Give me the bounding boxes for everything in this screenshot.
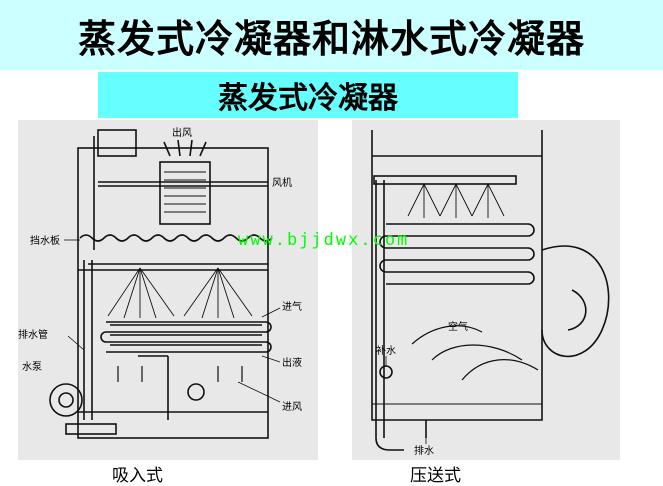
forced-type-drawing: 空气 补水 排水 [371,130,610,457]
page-title: 蒸发式冷凝器和淋水式冷凝器 [77,16,585,61]
forced-type-diagram: 空气 补水 排水 [352,120,620,460]
label-drain: 排水 [414,444,434,457]
watermark: www.bjjdwx.com [238,230,410,250]
motor [97,129,137,157]
right-caption: 压送式 [410,466,461,486]
label-outlet-air: 出风 [172,126,192,139]
label-pump: 水泵 [22,361,42,373]
fan-scroll [541,245,610,358]
water-baffle [79,234,273,242]
label-liquid-out: 出液 [282,356,302,369]
suction-type-drawing: 出风 风机 挡水板 排水管 水泵 进气 出液 进风 [18,126,302,439]
label-makeup-water: 补水 [376,344,396,357]
housing-outline [77,147,269,439]
label-fan: 风机 [272,176,292,189]
label-water-baffle: 挡水板 [30,234,60,247]
left-caption: 吸入式 [112,466,163,486]
label-drain-pipe: 排水管 [18,328,48,341]
condenser-coil [100,321,272,353]
label-air-in: 进风 [282,401,302,413]
fan-box [159,161,211,225]
title-bar: 蒸发式冷凝器和淋水式冷凝器 [0,0,663,70]
label-gas-in: 进气 [282,300,302,313]
suction-type-diagram: 出风 风机 挡水板 排水管 水泵 进气 出液 进风 [18,120,318,460]
pump [49,383,83,417]
housing-outline [371,130,543,421]
condenser-coil [379,223,535,285]
label-air: 空气 [448,320,468,333]
subtitle-bar: 蒸发式冷凝器 [98,72,518,118]
section-subtitle: 蒸发式冷凝器 [218,81,398,116]
